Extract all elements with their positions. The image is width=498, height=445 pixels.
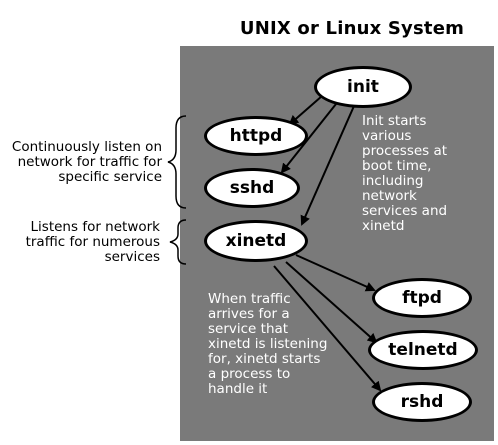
node-xinetd: xinetd [204,220,308,262]
note-init-line: xinetd [362,218,405,234]
note-xinetd-line: handle it [208,381,268,397]
label-xinetd-line: services [104,249,160,265]
note-xinetd-line: When traffic [208,291,291,307]
brace-xinetd [169,219,187,265]
note-xinetd-line: a process to [208,366,291,382]
note-init-line: Init starts [362,113,427,129]
note-xinetd-line: for, xinetd starts [208,351,321,367]
note-xinetd-line: service that [208,321,289,337]
node-httpd: httpd [204,116,308,156]
node-sshd: sshd [204,168,300,208]
note-init: Init starts various processes at boot ti… [362,114,490,234]
arrow-xinetd-to-rshd [273,265,382,392]
label-continuous-line: specific service [58,169,162,185]
brace-continuous [167,115,187,209]
node-rshd: rshd [372,382,472,422]
note-xinetd-line: arrives for a [208,306,290,322]
arrow-xinetd-to-telnetd [285,261,378,344]
note-init-line: processes at [362,143,448,159]
node-init: init [314,66,412,108]
label-xinetd-line: traffic for numerous [25,234,160,250]
label-continuous-line: network for traffic for [17,154,162,170]
diagram-title: UNIX or Linux System [239,18,465,39]
arrow-init-to-sshd [280,103,337,174]
arrow-init-to-xinetd [300,105,355,226]
node-telnetd: telnetd [368,330,478,370]
label-continuous-listen: Continuously listen on network for traff… [2,140,162,185]
note-xinetd-line: xinetd is listening [208,336,328,352]
node-ftpd: ftpd [372,278,472,318]
note-init-line: various [362,128,412,144]
label-xinetd-line: Listens for network [30,219,160,235]
note-init-line: including [362,173,424,189]
label-continuous-line: Continuously listen on [11,139,162,155]
note-init-line: network [362,188,417,204]
note-xinetd: When traffic arrives for a service that … [208,292,358,397]
arrow-xinetd-to-ftpd [295,254,376,292]
note-init-line: boot time, [362,158,432,174]
arrow-init-to-httpd [288,95,323,126]
label-xinetd-listens: Listens for network traffic for numerous… [2,220,160,265]
note-init-line: services and [362,203,448,219]
